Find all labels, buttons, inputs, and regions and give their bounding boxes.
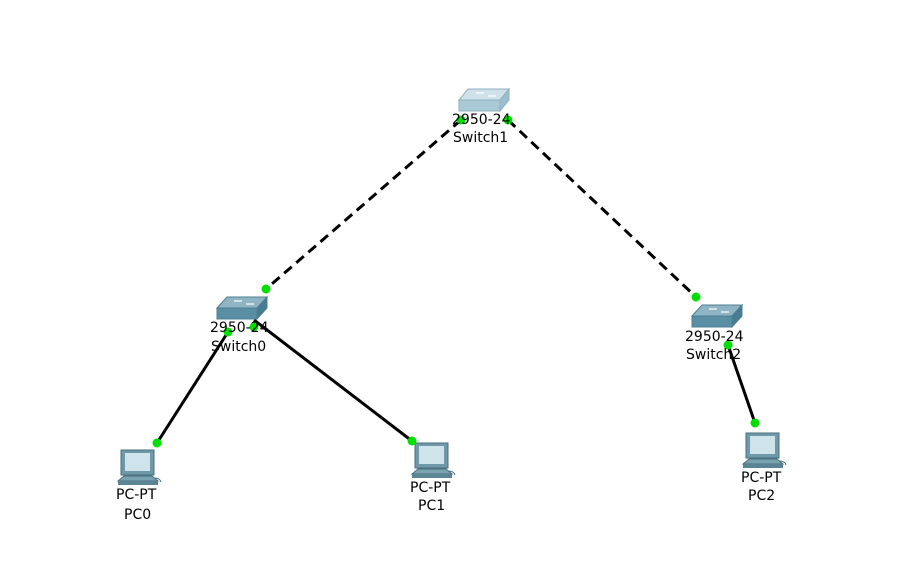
link-switch0-pc1[interactable] — [253, 318, 413, 443]
switch2-model-label: 2950-24 — [685, 329, 744, 345]
link-light-pc0 — [152, 438, 162, 448]
links-layer — [155, 118, 757, 444]
switch1-name-label: Switch1 — [453, 130, 509, 146]
pc0-model-label: PC-PT — [116, 487, 157, 503]
link-switch1-switch0[interactable] — [265, 118, 462, 291]
link-light-s0-pc1 — [249, 322, 259, 332]
link-light-pc1 — [407, 436, 417, 446]
pc2-model-label: PC-PT — [741, 470, 782, 486]
switch0-name-label: Switch0 — [211, 339, 267, 355]
link-light-s0-pc0 — [223, 327, 233, 337]
pc0-name-label: PC0 — [124, 507, 152, 523]
link-lights — [152, 115, 760, 448]
pc1-name-label: PC1 — [418, 498, 446, 514]
pc0-icon[interactable] — [116, 449, 162, 485]
link-light-s0-up — [261, 284, 271, 294]
link-light-pc2 — [750, 418, 760, 428]
link-light-s1-b — [503, 115, 513, 125]
pc2-icon[interactable] — [741, 432, 787, 468]
link-light-s1-a — [456, 115, 466, 125]
switch1-icon[interactable] — [457, 87, 511, 113]
switch2-name-label: Switch2 — [686, 347, 742, 363]
pc1-icon[interactable] — [410, 442, 456, 478]
pc2-name-label: PC2 — [748, 488, 776, 504]
switch0-model-label: 2950-24 — [210, 320, 269, 336]
switch1-model-label: 2950-24 — [452, 112, 511, 128]
pc1-model-label: PC-PT — [410, 480, 451, 496]
link-light-s2-up — [691, 292, 701, 302]
link-switch1-switch2[interactable] — [506, 118, 698, 299]
link-light-s2-pc2 — [723, 340, 733, 350]
switch2-icon[interactable] — [690, 303, 744, 329]
link-switch2-pc2[interactable] — [726, 344, 757, 424]
link-switch0-pc0[interactable] — [155, 331, 230, 444]
switch0-icon[interactable] — [215, 295, 269, 321]
